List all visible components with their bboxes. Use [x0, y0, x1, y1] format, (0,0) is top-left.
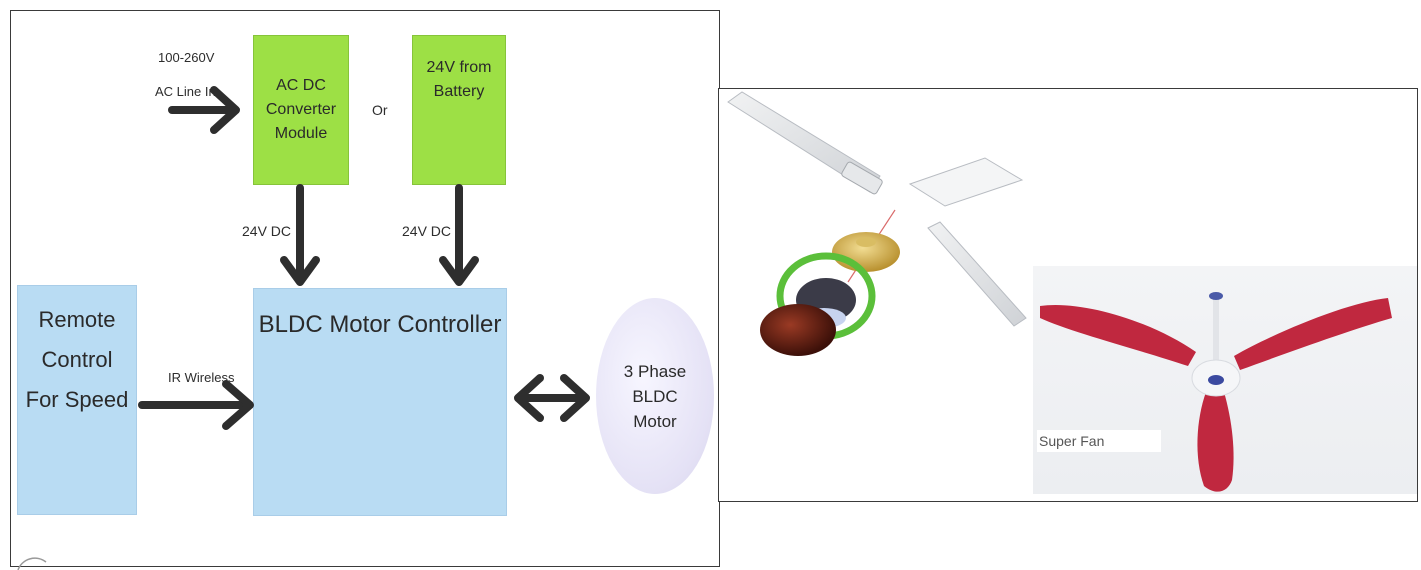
- ac-dc-converter-block: AC DC Converter Module: [253, 35, 349, 185]
- ac-input-label-line2: AC Line In: [155, 84, 216, 99]
- ir-wireless-label: IR Wireless: [168, 370, 235, 385]
- dc-label-left: 24V DC: [242, 223, 292, 239]
- fan-canopy: [1209, 292, 1223, 300]
- ir-wireless-arrowhead: [222, 380, 254, 430]
- converter-dc-arrowhead: [280, 256, 320, 286]
- fan-blade-bottom: [1197, 392, 1234, 492]
- battery-block: 24V from Battery: [412, 35, 506, 185]
- exploded-blade-1: [727, 91, 881, 193]
- exploded-blade-3: [927, 221, 1027, 327]
- remote-control-block: Remote Control For Speed: [17, 285, 137, 515]
- fan-logo-badge: [1208, 375, 1224, 385]
- fan-blade-right: [1234, 298, 1392, 370]
- exploded-blade-clamp-1: [841, 161, 883, 195]
- exploded-hub-cap: [856, 237, 876, 247]
- ac-input-arrowhead: [210, 86, 240, 134]
- or-label: Or: [372, 102, 388, 118]
- controller-motor-arrowhead-right: [560, 374, 590, 422]
- bldc-motor-ellipse: 3 Phase BLDC Motor: [596, 298, 714, 494]
- fan-blade-left: [1040, 304, 1196, 366]
- ac-input-label: 100-260V: [158, 50, 215, 65]
- battery-dc-arrowhead: [439, 256, 479, 286]
- bldc-controller-block: BLDC Motor Controller: [253, 288, 507, 516]
- controller-motor-arrowhead-left: [514, 374, 544, 422]
- exploded-rotor: [760, 304, 836, 356]
- corner-mark: [17, 557, 47, 570]
- fan-caption: Super Fan: [1037, 430, 1161, 452]
- dc-label-right: 24V DC: [402, 223, 452, 239]
- exploded-blade-2: [908, 157, 1024, 207]
